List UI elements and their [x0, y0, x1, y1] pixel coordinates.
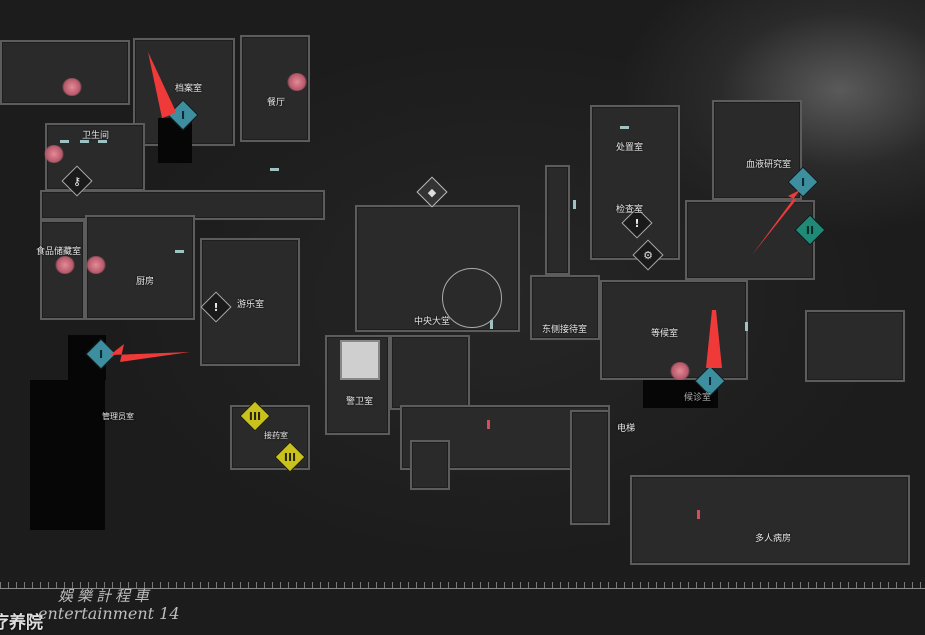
door-locked [487, 420, 490, 429]
room-south-hall [390, 335, 470, 410]
room-label: 血液研究室 [746, 160, 792, 170]
typewriter-icon[interactable] [340, 340, 380, 380]
room-label: 多人病房 [755, 534, 792, 544]
room-ward [630, 475, 910, 565]
room-blood-lab [712, 100, 802, 200]
area-name: 疗养院 [0, 613, 43, 633]
room-label: 厨房 [136, 277, 155, 287]
room-label: 档案室 [175, 84, 203, 94]
herb-icon[interactable] [287, 73, 307, 91]
door-locked [697, 510, 700, 519]
door [175, 250, 184, 253]
room-label: 游乐室 [237, 300, 265, 310]
room-label: 管理员室 [102, 412, 134, 421]
room-admin [30, 380, 105, 530]
door [270, 168, 279, 171]
map-scale-bar [0, 588, 925, 591]
herb-icon[interactable] [55, 256, 75, 274]
door [490, 320, 493, 329]
herb-icon[interactable] [44, 145, 64, 163]
room-corridor-east [545, 165, 570, 275]
map-scale-ticks [0, 582, 925, 589]
room-label: 中央大堂 [414, 317, 451, 327]
door [80, 140, 89, 143]
player-reticle [442, 268, 502, 328]
watermark-subtitle: entertainment 14 [38, 604, 180, 623]
room-label: 检查室 [616, 205, 644, 215]
room-lab-annex [685, 200, 815, 280]
herb-icon[interactable] [86, 256, 106, 274]
room-label: 电梯 [617, 424, 636, 434]
room-top-left [0, 40, 130, 105]
door [60, 140, 69, 143]
watermark-title: 娛樂計程車 [58, 587, 154, 605]
room-label: 东侧接待室 [542, 325, 588, 335]
door [745, 322, 748, 331]
room-label: 接药室 [264, 431, 288, 440]
room-label: 餐厅 [267, 98, 286, 108]
room-label: 处置室 [616, 143, 644, 153]
room-east-wing [805, 310, 905, 382]
room-label: 候诊室 [684, 393, 712, 403]
room-label: 食品储藏室 [36, 247, 82, 257]
room-label: 卫生间 [82, 131, 110, 141]
door [98, 140, 107, 143]
save-point-marker[interactable]: ◆ [416, 176, 448, 208]
door [573, 200, 576, 209]
arrow-icon [110, 344, 190, 362]
room-south-block [410, 440, 450, 490]
herb-icon[interactable] [670, 362, 690, 380]
door [620, 126, 629, 129]
herb-icon[interactable] [62, 78, 82, 96]
room-elevator-shaft [570, 410, 610, 525]
room-label: 等候室 [651, 329, 679, 339]
room-label: 警卫室 [346, 397, 374, 407]
room-east-reception [530, 275, 600, 340]
